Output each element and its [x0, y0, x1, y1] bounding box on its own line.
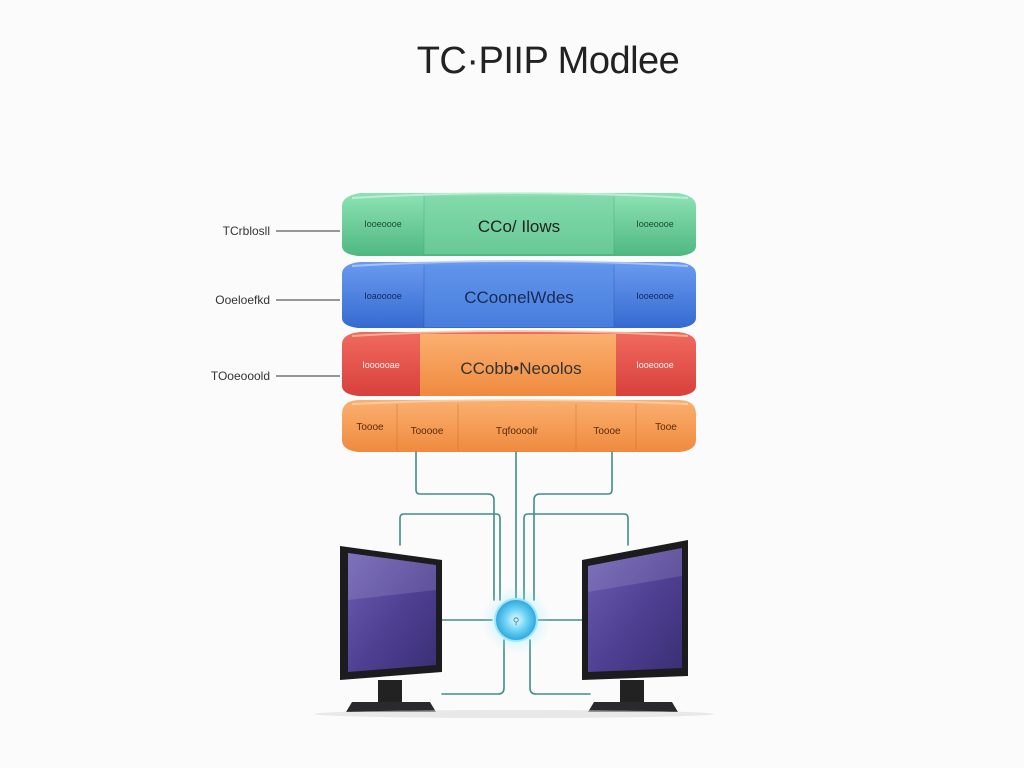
svg-text:⚲: ⚲ — [513, 616, 520, 626]
layer-application-center-label: CCo/ Ilows — [478, 217, 560, 236]
diagram-title: TC·PIIP Modlee — [416, 40, 680, 82]
wire-4 — [399, 513, 501, 601]
layer-side-label-application: TCrblosll — [222, 224, 270, 238]
wire-1 — [415, 451, 495, 601]
layer-internet-center-label: CCobb•Neoolos — [460, 359, 581, 378]
layer-link — [342, 399, 696, 452]
layer-application-right-tag: Iooeoooe — [636, 219, 674, 229]
floor-shadow — [314, 710, 714, 718]
layer-internet-left-tag: Ioooooae — [362, 360, 400, 370]
wire-3 — [533, 451, 613, 601]
layer-internet — [342, 330, 696, 396]
layer-transport — [342, 260, 696, 328]
layer-link-segment-3: Tqfoooolr — [496, 426, 539, 437]
wire-left-base — [441, 639, 505, 695]
layer-side-label-internet: TOoeooold — [210, 369, 270, 383]
network-hub-icon: ⚲ — [482, 586, 550, 654]
layer-link-segment-1: Toooe — [356, 422, 384, 433]
right-monitor-icon — [582, 540, 688, 712]
network-wires — [399, 451, 629, 695]
layer-transport-right-tag: Iooeoooe — [636, 291, 674, 301]
wire-5 — [523, 513, 629, 601]
layer-internet-right-tag: Iooeoooe — [636, 360, 674, 370]
layer-side-label-transport: Ooeloefkd — [215, 293, 270, 307]
layer-application-left-tag: Iooeoooe — [364, 219, 402, 229]
left-monitor-icon — [340, 546, 442, 712]
layer-transport-center-label: CCoonelWdes — [464, 288, 574, 307]
layer-link-segment-5: Tooe — [655, 422, 677, 433]
leader-lines — [276, 230, 340, 377]
wire-right-base — [529, 639, 591, 695]
layer-application — [342, 192, 696, 256]
layer-texts: Iooeoooe CCo/ Ilows Iooeoooe Ioaooooe CC… — [356, 217, 677, 437]
layer-link-segment-2: Tooooe — [411, 426, 444, 437]
layer-transport-left-tag: Ioaooooe — [364, 291, 402, 301]
layer-link-segment-4: Toooe — [593, 426, 621, 437]
